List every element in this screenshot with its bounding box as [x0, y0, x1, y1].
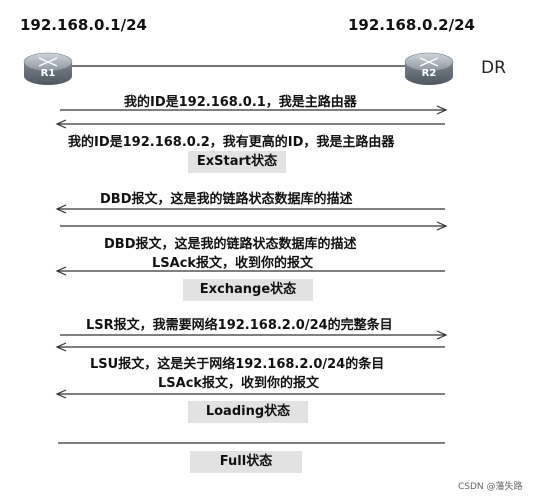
msg-5-text: LSAck报文，收到你的报文	[152, 256, 314, 271]
router-r1-label: R1	[41, 68, 56, 79]
r1-ip-label: 192.168.0.1/24	[20, 16, 147, 34]
router-r2-label: R2	[422, 68, 437, 79]
router-r2-icon	[404, 52, 454, 85]
state-full: Full状态	[190, 451, 302, 473]
msg-3-text: DBD报文，这是我的链路状态数据库的描述	[100, 192, 353, 207]
router-r1-icon	[23, 52, 73, 85]
msg-6-text: LSR报文，我需要网络192.168.2.0/24的完整条目	[86, 318, 393, 333]
state-exchange: Exchange状态	[183, 279, 313, 301]
r2-ip-label: 192.168.0.2/24	[348, 16, 475, 34]
msg-4-text: DBD报文，这是我的链路状态数据库的描述	[104, 237, 357, 252]
msg-1-text: 我的ID是192.168.0.1，我是主路由器	[124, 95, 357, 110]
msg-8-text: LSAck报文，收到你的报文	[158, 376, 320, 391]
state-loading: Loading状态	[188, 401, 308, 423]
footer-watermark: CSDN @藩失路	[458, 482, 523, 492]
state-exstart: ExStart状态	[188, 151, 286, 173]
dr-label: DR	[481, 58, 506, 78]
msg-7-text: LSU报文，这是关于网络192.168.2.0/24的条目	[90, 357, 385, 372]
msg-2-text: 我的ID是192.168.0.2，我有更高的ID，我是主路由器	[68, 135, 395, 150]
